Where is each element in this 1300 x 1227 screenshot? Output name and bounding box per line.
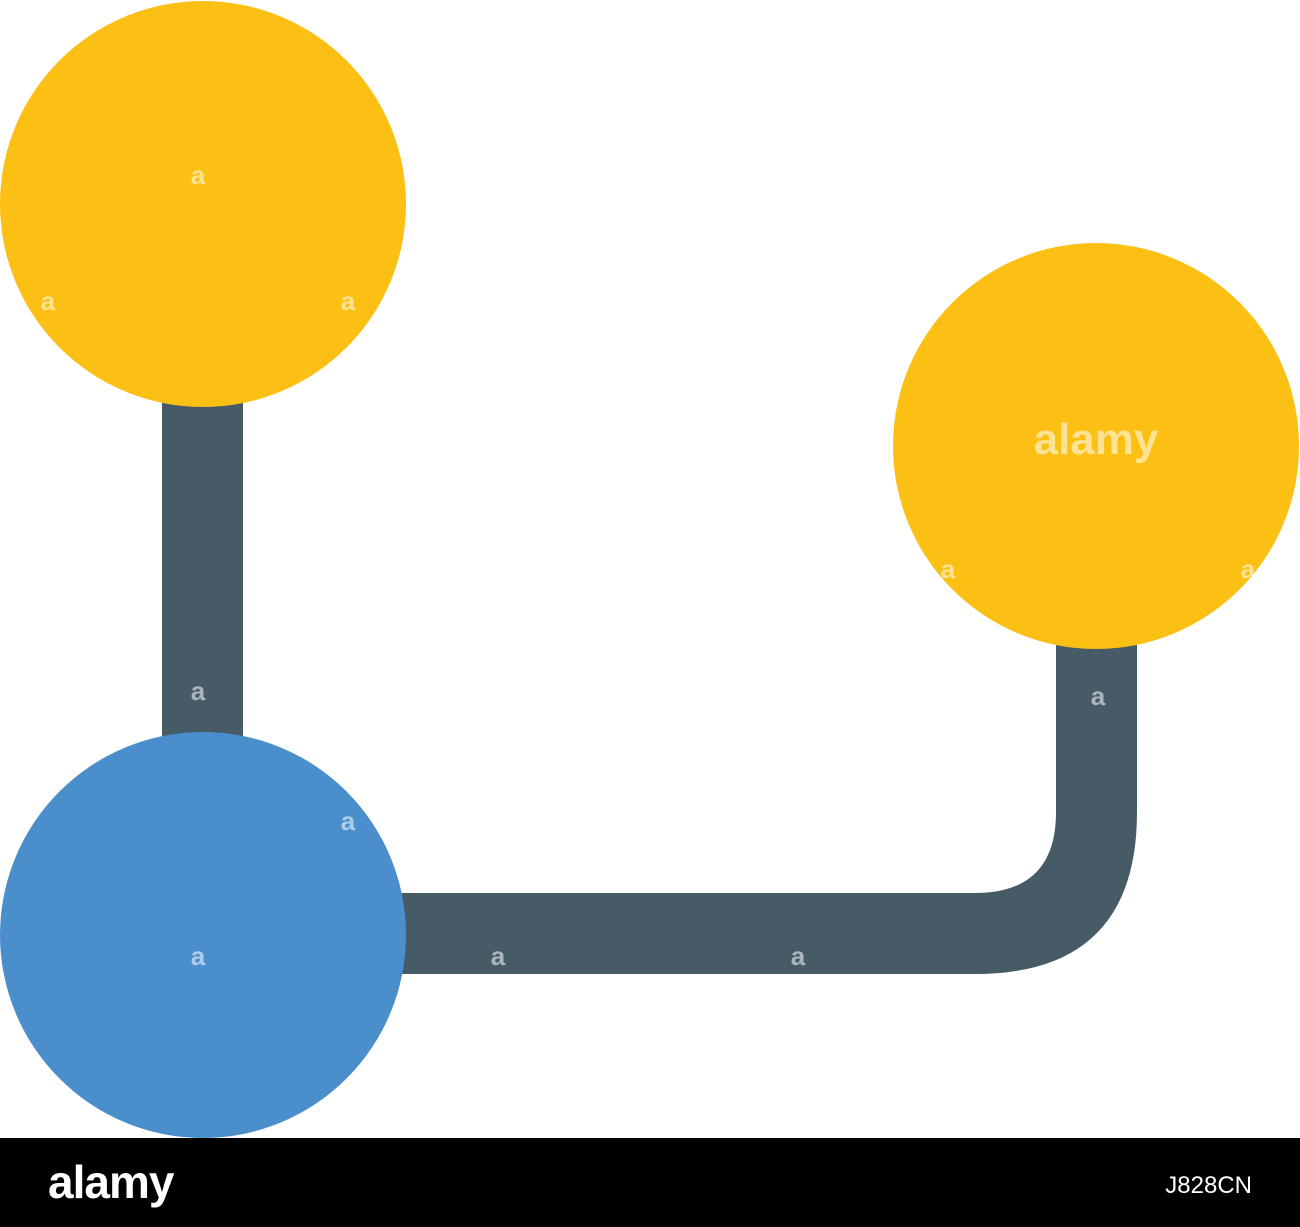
watermark-mark: a [191,676,206,706]
watermark-mark: a [341,286,356,316]
image-id: J828CN [1165,1172,1252,1199]
watermark-mark: a [791,941,806,971]
watermark-mark: a [941,554,956,584]
alamy-logo: alamy [48,1156,174,1208]
watermark-mark: a [191,160,206,190]
watermark-mark: a [191,941,206,971]
branch-diagram-icon: alamy a a a a a a a a a a a [0,1,1299,1138]
watermark-mark: a [341,806,356,836]
node-top-left [0,1,406,407]
footer-bar: alamy J828CN [0,1138,1300,1227]
node-root [0,732,406,1138]
watermark-large: alamy [1034,415,1159,464]
watermark-mark: a [1241,554,1256,584]
watermark-mark: a [41,286,56,316]
node-right [893,243,1299,649]
watermark-mark: a [1091,681,1106,711]
connector-vertical-left [162,395,243,740]
connector-path-right [400,640,1137,974]
watermark-mark: a [491,941,506,971]
